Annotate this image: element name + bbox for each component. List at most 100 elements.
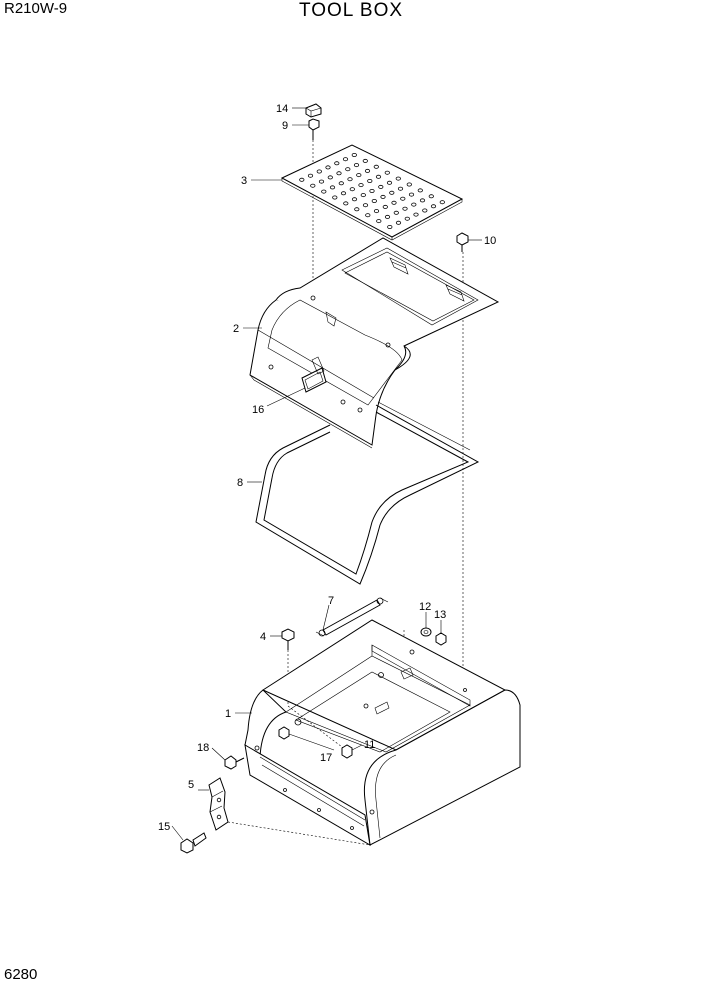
tray-hole: [332, 195, 338, 200]
tray-hole: [384, 170, 390, 175]
tray-hole: [360, 193, 366, 198]
tray-hole: [371, 198, 377, 203]
tray-hole: [391, 200, 397, 205]
callout-11: 11: [364, 739, 375, 751]
part-12-washer: [420, 627, 432, 637]
part-10-bolt: [456, 232, 469, 690]
tray-hole: [343, 201, 349, 206]
tray-hole: [353, 163, 360, 168]
tray-hole: [422, 208, 428, 213]
tray-hole: [365, 213, 371, 218]
tray-hole: [413, 212, 419, 217]
tray-hole: [299, 177, 305, 182]
part-11-nut: [341, 744, 353, 759]
callout-14: 14: [276, 103, 288, 115]
tray-hole: [356, 173, 362, 178]
tray-hole: [373, 164, 379, 169]
callout-15: 15: [158, 821, 170, 833]
tray-hole: [342, 157, 349, 162]
callout-10: 10: [484, 235, 496, 247]
callout-5: 5: [188, 779, 194, 791]
tray-hole: [408, 192, 415, 197]
tray-hole: [364, 168, 371, 173]
tray-hole: [395, 220, 402, 225]
part-16-latch: [301, 356, 327, 393]
page-number: 6280: [4, 966, 38, 983]
tray-hole: [380, 194, 386, 199]
tray-hole: [310, 183, 316, 188]
callout-7: 7: [328, 595, 334, 607]
callout-18: 18: [197, 742, 209, 754]
tray-hole: [419, 198, 426, 203]
part-7-gas-strut: [315, 597, 389, 637]
tray-hole: [386, 180, 393, 185]
tray-hole: [428, 194, 434, 199]
tray-hole: [318, 179, 325, 184]
tray-hole: [367, 178, 373, 183]
tray-hole: [378, 184, 384, 189]
tray-hole: [336, 171, 342, 176]
tray-hole: [417, 188, 423, 193]
tray-hole: [376, 219, 382, 224]
callout-13: 13: [434, 609, 446, 621]
tray-hole: [384, 214, 391, 219]
tray-hole: [316, 169, 322, 174]
part-2-cover: [249, 237, 500, 451]
callout-leaders: [171, 107, 482, 841]
tray-hole: [375, 174, 382, 179]
part-9-bolt: [308, 118, 320, 300]
part-17-nut: [278, 726, 290, 740]
tray-hole: [395, 176, 401, 181]
part-1-base-box: [244, 619, 521, 846]
tray-hole: [321, 189, 327, 194]
part-14-knob: [305, 103, 322, 118]
tray-hole: [338, 181, 344, 186]
tray-hole: [340, 191, 347, 196]
part-8-seal-frame: [255, 404, 480, 585]
callout-9: 9: [282, 120, 288, 132]
tray-hole: [402, 206, 408, 211]
tray-hole: [329, 185, 336, 190]
callout-8: 8: [237, 477, 243, 489]
tray-hole: [345, 167, 351, 172]
tray-hole: [397, 186, 404, 191]
tray-hole: [389, 190, 395, 195]
tray-hole: [406, 182, 412, 187]
callout-labels: 14 9 3 10 2 16 8 7 4 12 13 1 18 17 11 5 …: [158, 103, 496, 833]
tray-hole: [400, 196, 406, 201]
tray-hole: [354, 207, 360, 212]
tray-hole: [404, 216, 410, 221]
callout-17: 17: [320, 752, 332, 764]
callout-3: 3: [241, 175, 247, 187]
tray-hole: [349, 187, 355, 192]
tray-hole: [362, 203, 369, 208]
tray-hole: [358, 183, 364, 188]
tray-hole: [411, 202, 417, 207]
tray-hole: [369, 188, 375, 193]
tray-hole: [393, 210, 399, 215]
tray-hole: [439, 200, 445, 205]
page-title: TOOL BOX: [298, 0, 404, 21]
part-13-nut: [435, 632, 447, 646]
tray-hole: [387, 224, 393, 229]
model-code: R210W-9: [4, 0, 68, 17]
tray-hole: [325, 165, 331, 170]
tray-hole: [362, 158, 368, 163]
tray-hole: [430, 204, 437, 209]
tray-hole: [327, 175, 333, 180]
tray-hole: [347, 177, 353, 182]
tray-hole: [382, 204, 388, 209]
tray-hole: [307, 173, 314, 178]
callout-16: 16: [252, 404, 264, 416]
tray-hole: [351, 197, 358, 202]
tray-hole: [373, 209, 380, 214]
callout-2: 2: [233, 323, 239, 335]
callout-1: 1: [225, 708, 231, 720]
part-5-latch-plate: [208, 777, 371, 846]
part-18-bolt: [224, 755, 245, 770]
tray-hole: [351, 152, 357, 157]
callout-12: 12: [419, 601, 431, 613]
part-3-perforated-tray: [280, 144, 464, 241]
tray-hole: [334, 161, 340, 166]
